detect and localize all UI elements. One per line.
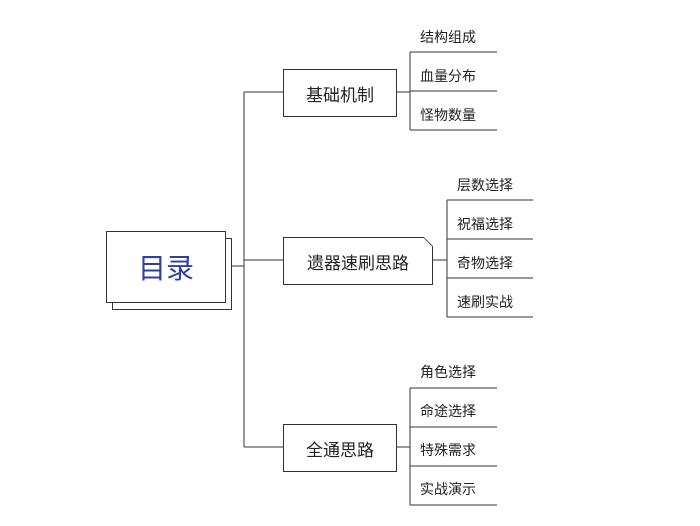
leaf-label: 奇物选择 (457, 256, 513, 272)
leaf-node: 角色选择 (412, 353, 484, 391)
leaf-label: 血量分布 (420, 69, 476, 85)
leaf-label: 命途选择 (420, 404, 476, 420)
leaf-label: 角色选择 (420, 365, 476, 381)
leaf-label: 祝福选择 (457, 217, 513, 233)
branch-label: 基础机制 (306, 85, 374, 106)
leaf-label: 实战演示 (420, 482, 476, 498)
root-node: 目录 (106, 231, 226, 303)
note-fold-icon (424, 237, 433, 246)
leaf-node: 层数选择 (449, 166, 521, 204)
branch-node-full-clear: 全通思路 (283, 424, 397, 472)
leaf-label: 结构组成 (420, 30, 476, 46)
leaf-node: 特殊需求 (412, 431, 484, 469)
leaf-node: 实战演示 (412, 470, 484, 508)
leaf-node: 怪物数量 (412, 96, 484, 134)
branch-label: 遗器速刷思路 (307, 253, 409, 274)
leaf-label: 怪物数量 (420, 108, 476, 124)
leaf-node: 命途选择 (412, 392, 484, 430)
leaf-node: 祝福选择 (449, 205, 521, 243)
leaf-node: 奇物选择 (449, 244, 521, 282)
branch-node-relic-speedrun: 遗器速刷思路 (283, 237, 433, 285)
leaf-node: 结构组成 (412, 18, 484, 56)
leaf-node: 速刷实战 (449, 283, 521, 321)
leaf-label: 层数选择 (457, 178, 513, 194)
root-label: 目录 (137, 252, 194, 285)
branch-node-basic-mechanics: 基础机制 (283, 69, 397, 117)
branch-label: 全通思路 (306, 440, 374, 461)
leaf-node: 血量分布 (412, 57, 484, 95)
leaf-label: 特殊需求 (420, 443, 476, 459)
leaf-label: 速刷实战 (457, 295, 513, 311)
